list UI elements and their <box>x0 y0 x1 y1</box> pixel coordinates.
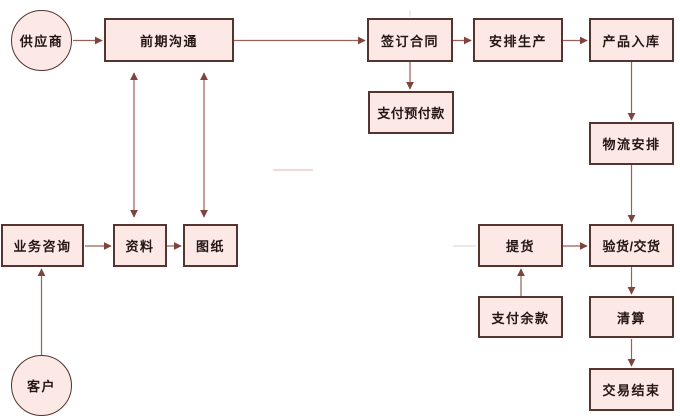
node-logistics: 物流安排 <box>589 122 674 165</box>
node-drawings: 图纸 <box>183 224 238 267</box>
node-transaction-end: 交易结束 <box>589 368 674 411</box>
node-pay-advance-label: 支付预付款 <box>377 106 445 121</box>
node-business-inquiry: 业务咨询 <box>1 224 84 267</box>
node-pickup-label: 提货 <box>505 239 535 254</box>
node-pay-balance: 支付余款 <box>478 296 563 338</box>
node-supplier: 供应商 <box>11 10 72 71</box>
node-materials-label: 资料 <box>125 239 155 254</box>
node-pay-advance: 支付预付款 <box>368 91 454 134</box>
node-customer: 客户 <box>11 355 72 416</box>
node-sign-contract: 签订合同 <box>367 18 453 62</box>
node-settlement: 清算 <box>589 296 674 338</box>
node-customer-label: 客户 <box>26 379 56 394</box>
node-business-inquiry-label: 业务咨询 <box>13 239 72 254</box>
node-supplier-label: 供应商 <box>19 34 64 49</box>
node-pickup: 提货 <box>478 224 563 267</box>
node-settlement-label: 清算 <box>616 310 646 326</box>
node-pay-balance-label: 支付余款 <box>491 310 550 326</box>
node-drawings-label: 图纸 <box>195 239 225 254</box>
node-product-warehousing-label: 产品入库 <box>602 33 661 49</box>
node-arrange-production: 安排生产 <box>473 18 563 62</box>
node-early-communication: 前期沟通 <box>104 18 234 62</box>
node-transaction-end-label: 交易结束 <box>602 383 661 398</box>
node-arrange-production-label: 安排生产 <box>488 33 547 49</box>
node-materials: 资料 <box>113 224 167 267</box>
node-logistics-label: 物流安排 <box>602 137 661 152</box>
node-inspection-delivery-label: 验货/交货 <box>602 239 661 254</box>
node-sign-contract-label: 签订合同 <box>380 33 439 49</box>
node-early-communication-label: 前期沟通 <box>139 33 198 49</box>
node-inspection-delivery: 验货/交货 <box>589 224 674 267</box>
node-product-warehousing: 产品入库 <box>589 18 674 62</box>
